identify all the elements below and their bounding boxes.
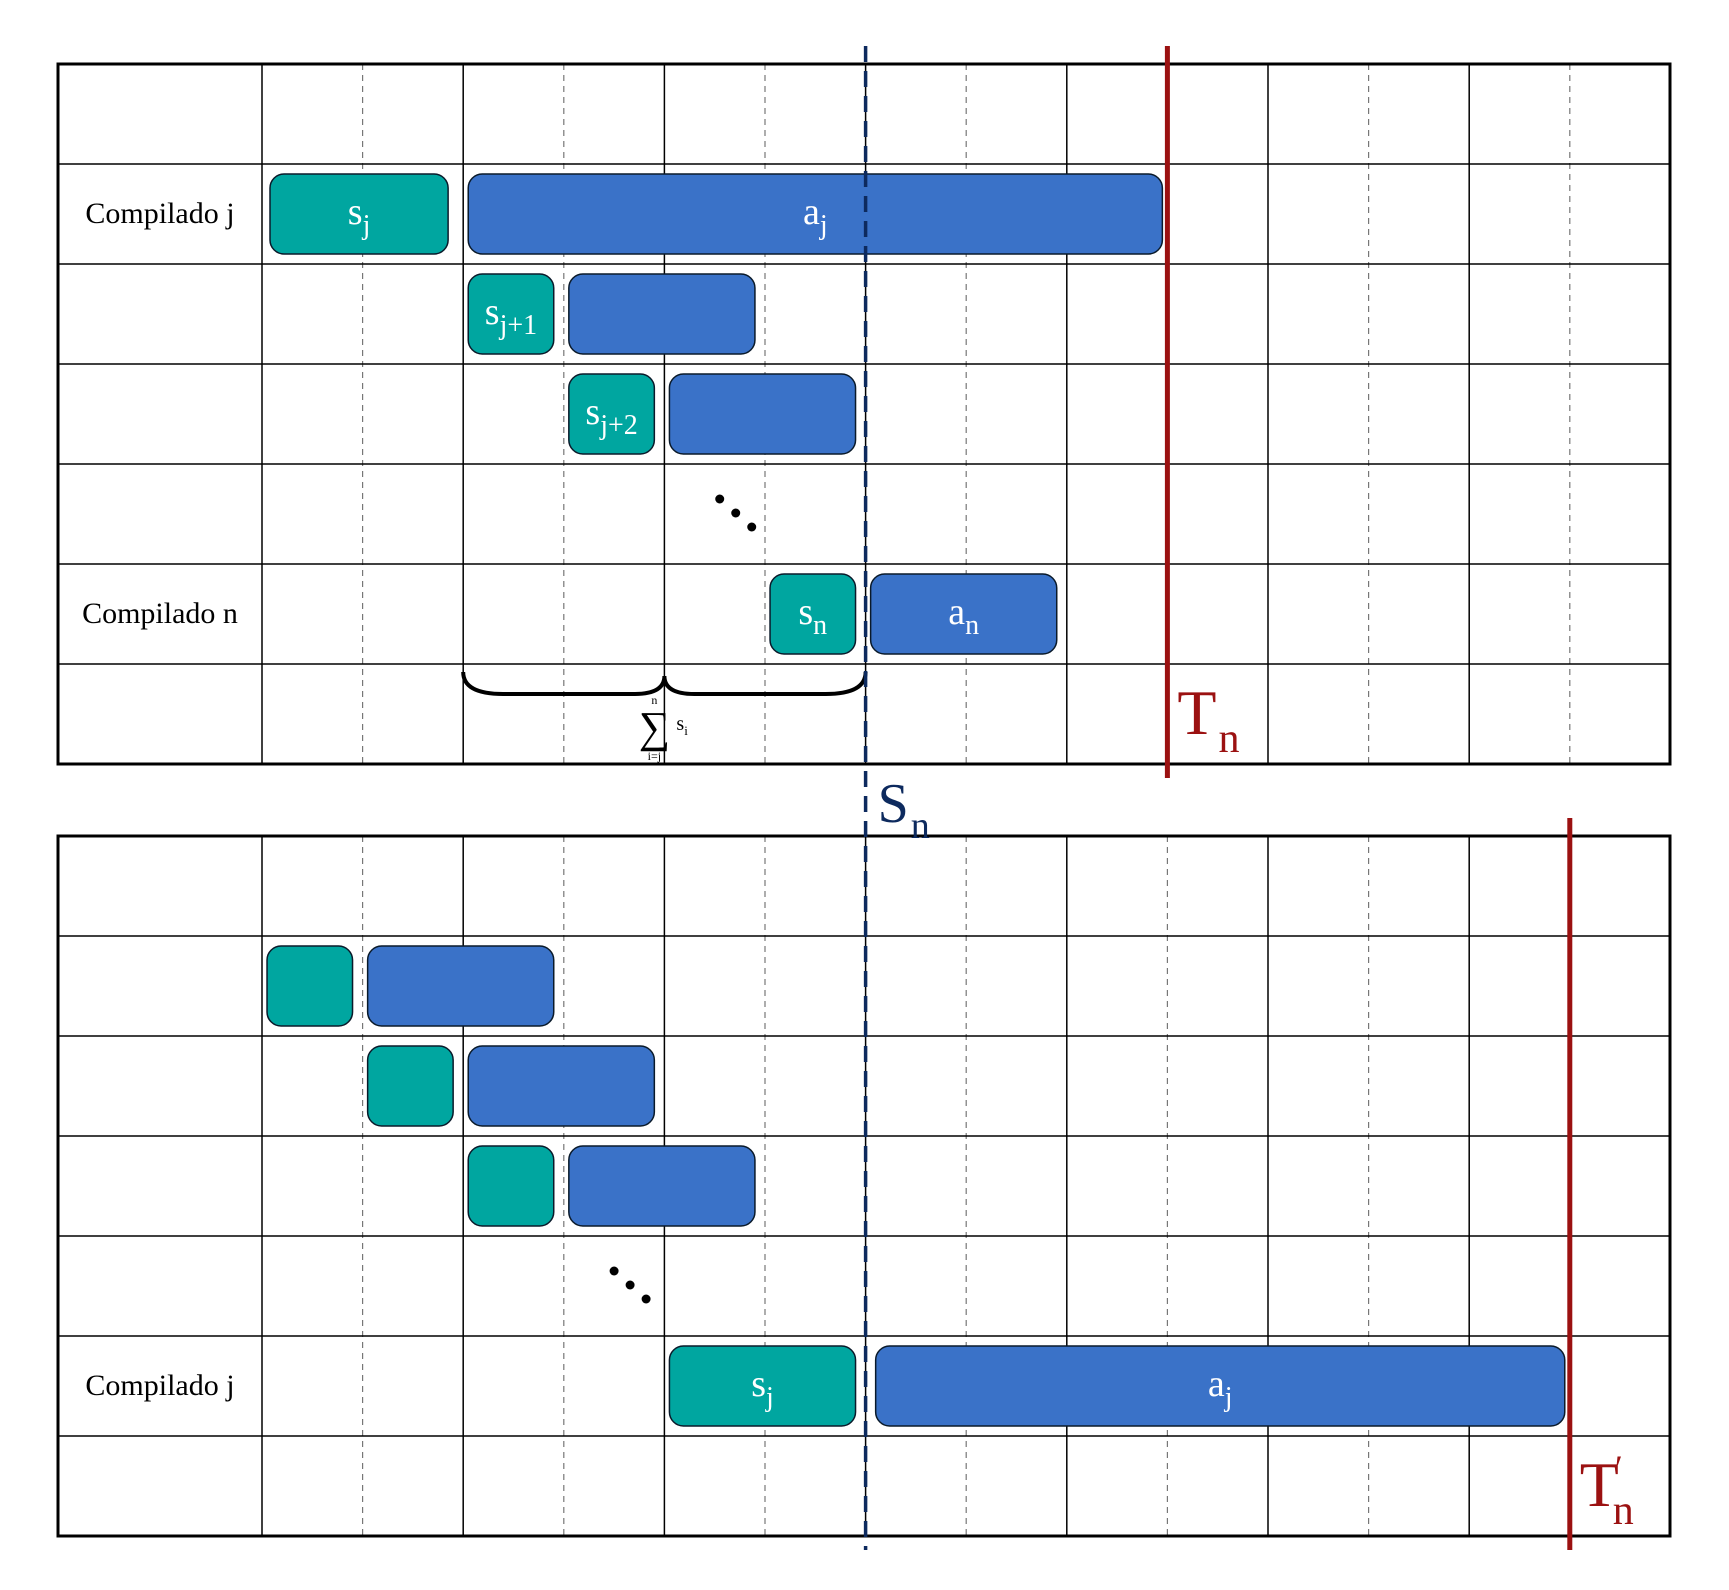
setup-block-label: sj: [348, 191, 371, 241]
setup-block: [568, 373, 656, 455]
run-block-label: an: [948, 591, 979, 641]
top-schedule-panel: Compilado j Compilado n sj aj sj+1 sj+2 sn an ∑n…: [56, 62, 1672, 766]
summation-upper-limit: n: [651, 693, 657, 707]
run-block: [467, 1045, 656, 1127]
run-block: [668, 373, 857, 455]
setup-block: [467, 273, 555, 355]
setup-block-label: sj: [751, 1363, 774, 1413]
summation-symbol: ∑: [639, 703, 670, 752]
setup-block: [366, 1045, 454, 1127]
run-block-label: aj: [803, 191, 828, 241]
run-block: [869, 573, 1058, 655]
ellipsis-dot: [625, 1280, 635, 1290]
summation-term: si: [676, 713, 688, 738]
run-block: [467, 173, 1164, 255]
row-label: Compilado j: [85, 197, 234, 230]
makespan-label: T′n: [1580, 1448, 1634, 1534]
setup-sum-brace: [461, 671, 868, 696]
setup-block: [769, 573, 857, 655]
setup-block: [266, 945, 354, 1027]
ellipsis-dot: [731, 508, 741, 518]
row-label: Compilado j: [85, 1369, 234, 1402]
ellipsis-dot: [747, 522, 757, 532]
panel-frame: [56, 62, 1672, 766]
bottom-schedule-panel: Compilado j sj aj: [56, 834, 1672, 1538]
run-block-label: aj: [1208, 1363, 1233, 1413]
setup-sum-label: Sn: [878, 773, 930, 847]
setup-block-label: sj+2: [585, 391, 637, 441]
marker-lines: TnT′n Sn: [863, 46, 1634, 1550]
makespan-label: Tn: [1177, 677, 1239, 762]
setup-block: [269, 173, 449, 255]
row-label: Compilado n: [82, 597, 238, 630]
ellipsis-dot: [609, 1266, 619, 1276]
setup-block-label: sj+1: [485, 291, 537, 341]
ellipsis-dot: [641, 1294, 651, 1304]
run-block: [568, 273, 756, 355]
setup-block: [467, 1145, 555, 1227]
ellipsis-dot: [715, 494, 725, 504]
summation-lower-limit: i=j: [648, 749, 661, 763]
setup-block: [668, 1345, 857, 1427]
run-block: [874, 1345, 1566, 1427]
run-block: [366, 945, 555, 1027]
run-block: [568, 1145, 756, 1227]
setup-block-label: sn: [798, 591, 827, 641]
